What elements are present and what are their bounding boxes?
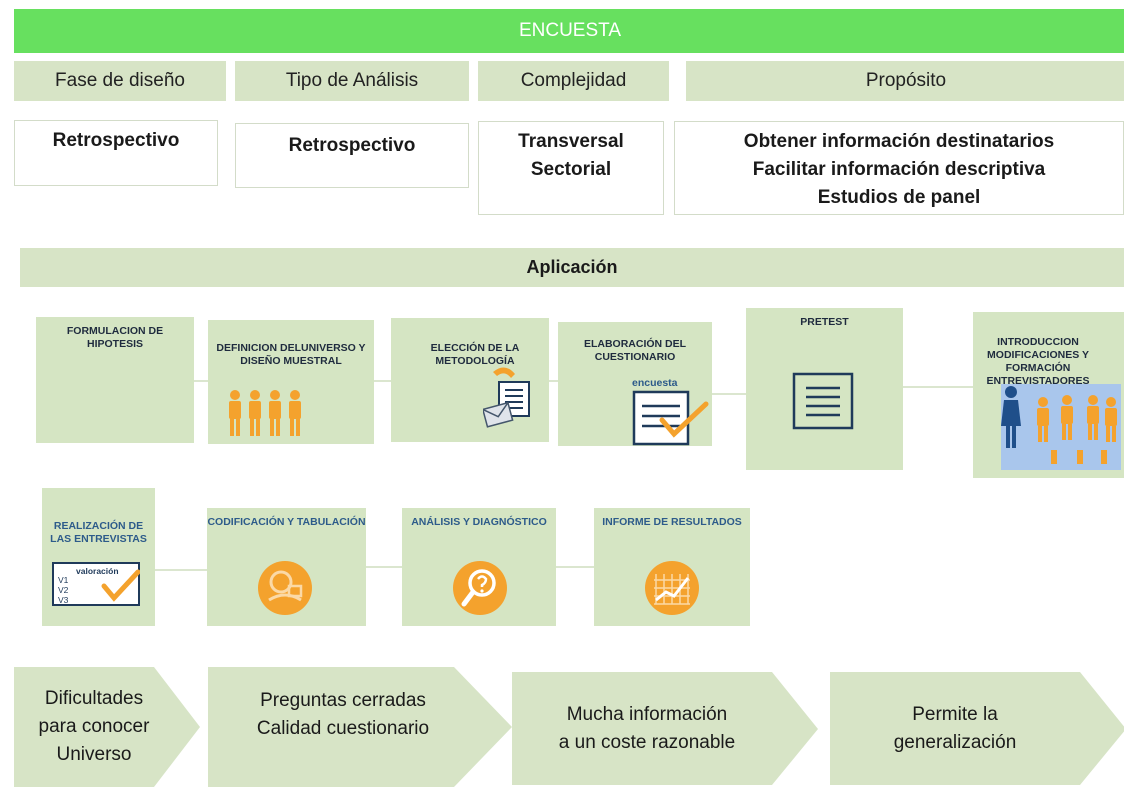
chevron-line: Preguntas cerradas bbox=[260, 690, 426, 711]
box-proposito: Obtener información destinatarios Facili… bbox=[674, 121, 1124, 215]
chevron-mucha-informacion: Mucha información a un coste razonable bbox=[512, 674, 782, 784]
trainer-group-icon bbox=[1001, 386, 1117, 464]
valoracion-card: valoración V1 V2 V3 bbox=[52, 562, 140, 606]
step-pretest: PRETEST bbox=[746, 308, 903, 470]
chevron-preguntas: Preguntas cerradas Calidad cuestionario bbox=[208, 670, 478, 760]
valoracion-item: V2 bbox=[58, 585, 69, 595]
connector bbox=[193, 380, 209, 382]
check-icon bbox=[101, 569, 140, 602]
survey-form-icon bbox=[632, 390, 709, 446]
step-label: FORMULACION DE HIPOTESIS bbox=[66, 325, 164, 350]
chevron-line: Permite la bbox=[912, 704, 998, 725]
step-label: INFORME DE RESULTADOS bbox=[602, 516, 742, 528]
proposito-line-3: Estudios de panel bbox=[817, 187, 981, 208]
step-label: ELABORACIÓN DEL CUESTIONARIO bbox=[583, 338, 687, 363]
step-elaboracion-cuestionario: ELABORACIÓN DEL CUESTIONARIO encuesta bbox=[558, 322, 712, 446]
step-label: CODIFICACIÓN Y TABULACIÓN bbox=[207, 516, 366, 528]
chevron-line: para conocer bbox=[38, 716, 150, 737]
step-eleccion-metodologia: ELECCIÓN DE LA METODOLOGÍA bbox=[391, 318, 549, 442]
magnifier-question-icon bbox=[453, 561, 507, 615]
chevron-line: Mucha información bbox=[566, 704, 728, 725]
document-icon bbox=[792, 372, 854, 430]
connector bbox=[549, 380, 559, 382]
encuesta-label: encuesta bbox=[632, 377, 678, 389]
connector bbox=[556, 566, 594, 568]
step-codificacion-tabulacion: CODIFICACIÓN Y TABULACIÓN bbox=[207, 508, 366, 626]
step-label: PRETEST bbox=[800, 316, 849, 328]
step-analisis-diagnostico: ANÁLISIS Y DIAGNÓSTICO bbox=[402, 508, 556, 626]
chevron-line: Dificultades bbox=[44, 688, 144, 709]
fase-value: Retrospectivo bbox=[52, 130, 180, 151]
chevron-shape bbox=[830, 672, 1124, 785]
valoracion-title: valoración bbox=[76, 566, 119, 576]
box-complejidad: Transversal Sectorial bbox=[478, 121, 664, 215]
aplicacion-bar: Aplicación bbox=[20, 248, 1124, 287]
banner-title: ENCUESTA bbox=[14, 9, 1124, 53]
complejidad-line-2: Sectorial bbox=[530, 159, 612, 180]
chevron-dificultades: Dificultades para conocer Universo bbox=[14, 667, 174, 787]
coding-icon bbox=[258, 561, 312, 615]
chevron-shapes bbox=[14, 667, 1124, 787]
step-formulacion-hipotesis: FORMULACION DE HIPOTESIS bbox=[36, 317, 194, 443]
proposito-line-1: Obtener información destinatarios bbox=[743, 131, 1055, 152]
proposito-line-2: Facilitar información descriptiva bbox=[752, 159, 1046, 180]
box-tipo-analisis: Retrospectivo bbox=[235, 123, 469, 188]
step-label: ANÁLISIS Y DIAGNÓSTICO bbox=[411, 516, 547, 528]
valoracion-item: V3 bbox=[58, 595, 69, 605]
header-fase-diseno: Fase de diseño bbox=[14, 61, 226, 101]
step-definicion-universo: DEFINICION DELUNIVERSO Y DISEÑO MUESTRAL bbox=[208, 320, 374, 444]
step-label: REALIZACIÓN DE LAS ENTREVISTAS bbox=[50, 520, 147, 545]
step-informe-resultados: INFORME DE RESULTADOS bbox=[594, 508, 750, 626]
chevron-shape bbox=[512, 672, 818, 785]
step-label: DEFINICION DELUNIVERSO Y DISEÑO MUESTRAL bbox=[216, 342, 366, 367]
people-group-icon bbox=[229, 390, 301, 436]
chevron-generalizacion: Permite la generalización bbox=[830, 674, 1080, 784]
connector bbox=[712, 393, 746, 395]
chevron-shape bbox=[14, 667, 200, 787]
header-tipo-analisis: Tipo de Análisis bbox=[235, 61, 469, 101]
step-label: ELECCIÓN DE LA METODOLOGÍA bbox=[430, 342, 520, 367]
header-complejidad: Complejidad bbox=[478, 61, 669, 101]
box-fase-diseno: Retrospectivo bbox=[14, 120, 218, 186]
chevron-shape bbox=[208, 667, 512, 787]
chart-report-icon bbox=[645, 561, 699, 615]
connector bbox=[903, 386, 973, 388]
connector bbox=[155, 569, 207, 571]
tipo-value: Retrospectivo bbox=[288, 135, 416, 156]
valoracion-item: V1 bbox=[58, 575, 69, 585]
connector bbox=[374, 380, 392, 382]
connector bbox=[366, 566, 402, 568]
step-realizacion-entrevistas: REALIZACIÓN DE LAS ENTREVISTAS valoració… bbox=[42, 488, 155, 626]
header-proposito: Propósito bbox=[686, 61, 1124, 101]
complejidad-line-1: Transversal bbox=[518, 131, 624, 152]
phone-mail-icon bbox=[483, 367, 530, 428]
step-introduccion-modificaciones: INTRODUCCION MODIFICACIONES Y FORMACIÓN … bbox=[973, 312, 1124, 478]
chevron-line: a un coste razonable bbox=[558, 732, 736, 753]
chevron-line: generalización bbox=[893, 732, 1017, 753]
chevron-line: Calidad cuestionario bbox=[256, 718, 430, 739]
chevron-line: Universo bbox=[56, 744, 132, 765]
valoracion-items: V1 V2 V3 bbox=[58, 575, 68, 605]
